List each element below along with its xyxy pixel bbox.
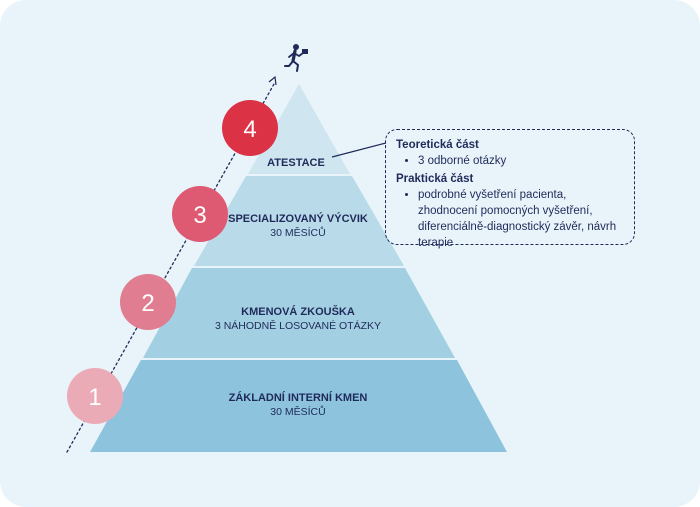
theory-heading: Teoretická část [396,139,479,151]
level-3-subtitle: 30 MĚSÍCŮ [270,226,325,239]
level-2-subtitle: 3 NÁHODNĚ LOSOVANÉ OTÁZKY [215,319,381,332]
level-1-subtitle: 30 MĚSÍCŮ [270,405,325,418]
badge-3-number: 3 [193,202,206,229]
level-3-title: SPECIALIZOVANÝ VÝCVIK [228,212,368,225]
running-person-with-briefcase-icon [284,44,308,72]
badge-1-number: 1 [88,384,101,411]
practice-list: podrobné vyšetření pacienta, zhodnocení … [396,187,624,251]
level-4-title: ATESTACE [267,157,325,169]
badge-2-number: 2 [141,290,154,317]
pyramid-level-3 [194,176,404,266]
level-1-title: ZÁKLADNÍ INTERNÍ KMEN [229,391,368,404]
atestace-callout: Teoretická část 3 odborné otázky Praktic… [385,129,635,249]
pyramid-level-4 [248,84,350,174]
dotted-arrow-head [268,75,277,86]
theory-item: 3 odborné otázky [418,153,624,169]
pyramid-level-2 [143,268,455,358]
badge-4: 4 [222,100,278,156]
badge-4-number: 4 [243,116,256,143]
badge-2: 2 [120,274,176,330]
badge-3: 3 [172,186,228,242]
badge-1: 1 [67,368,123,424]
pyramid-level-1 [90,360,507,452]
callout-connector-line [331,142,387,158]
practice-item: podrobné vyšetření pacienta, zhodnocení … [418,187,624,251]
practice-heading: Praktická část [396,173,474,185]
theory-list: 3 odborné otázky [396,153,624,169]
level-2-title: KMENOVÁ ZKOUŠKA [241,305,355,318]
